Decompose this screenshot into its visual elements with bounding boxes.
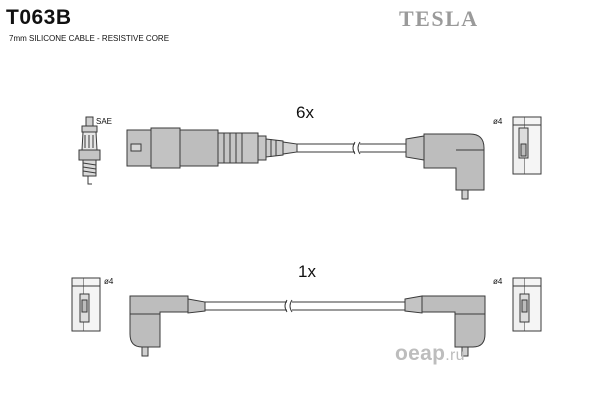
- brand-logo: TESLA: [399, 6, 479, 31]
- cable-spec-subtitle: 7mm SILICONE CABLE - RESISTIVE CORE: [9, 34, 170, 43]
- bottom-left-terminal-icon: [71, 277, 101, 332]
- bottom-right-terminal-icon: [512, 277, 542, 332]
- bottom-left-angled-boot: [129, 295, 206, 357]
- bottom-right-angled-boot: [404, 295, 486, 357]
- top-straight-boot: [126, 127, 298, 169]
- top-quantity-label: 6x: [296, 103, 314, 122]
- top-cable: [297, 141, 406, 155]
- top-terminal-icon: [512, 116, 542, 175]
- top-terminal-size-label: ø4: [493, 117, 503, 126]
- watermark-suffix: .ru: [445, 347, 465, 364]
- bottom-right-terminal-size-label: ø4: [493, 277, 503, 286]
- spark-plug-icon: [78, 116, 101, 185]
- spark-plug-type-label: SAE: [96, 117, 113, 126]
- bottom-quantity-label: 1x: [298, 262, 316, 281]
- bottom-cable: [205, 299, 405, 313]
- watermark: oeap.ru: [395, 342, 465, 366]
- watermark-name: oeap: [395, 342, 446, 365]
- bottom-left-terminal-size-label: ø4: [104, 277, 114, 286]
- part-code: T063B: [6, 6, 72, 29]
- top-angled-boot: [405, 133, 485, 200]
